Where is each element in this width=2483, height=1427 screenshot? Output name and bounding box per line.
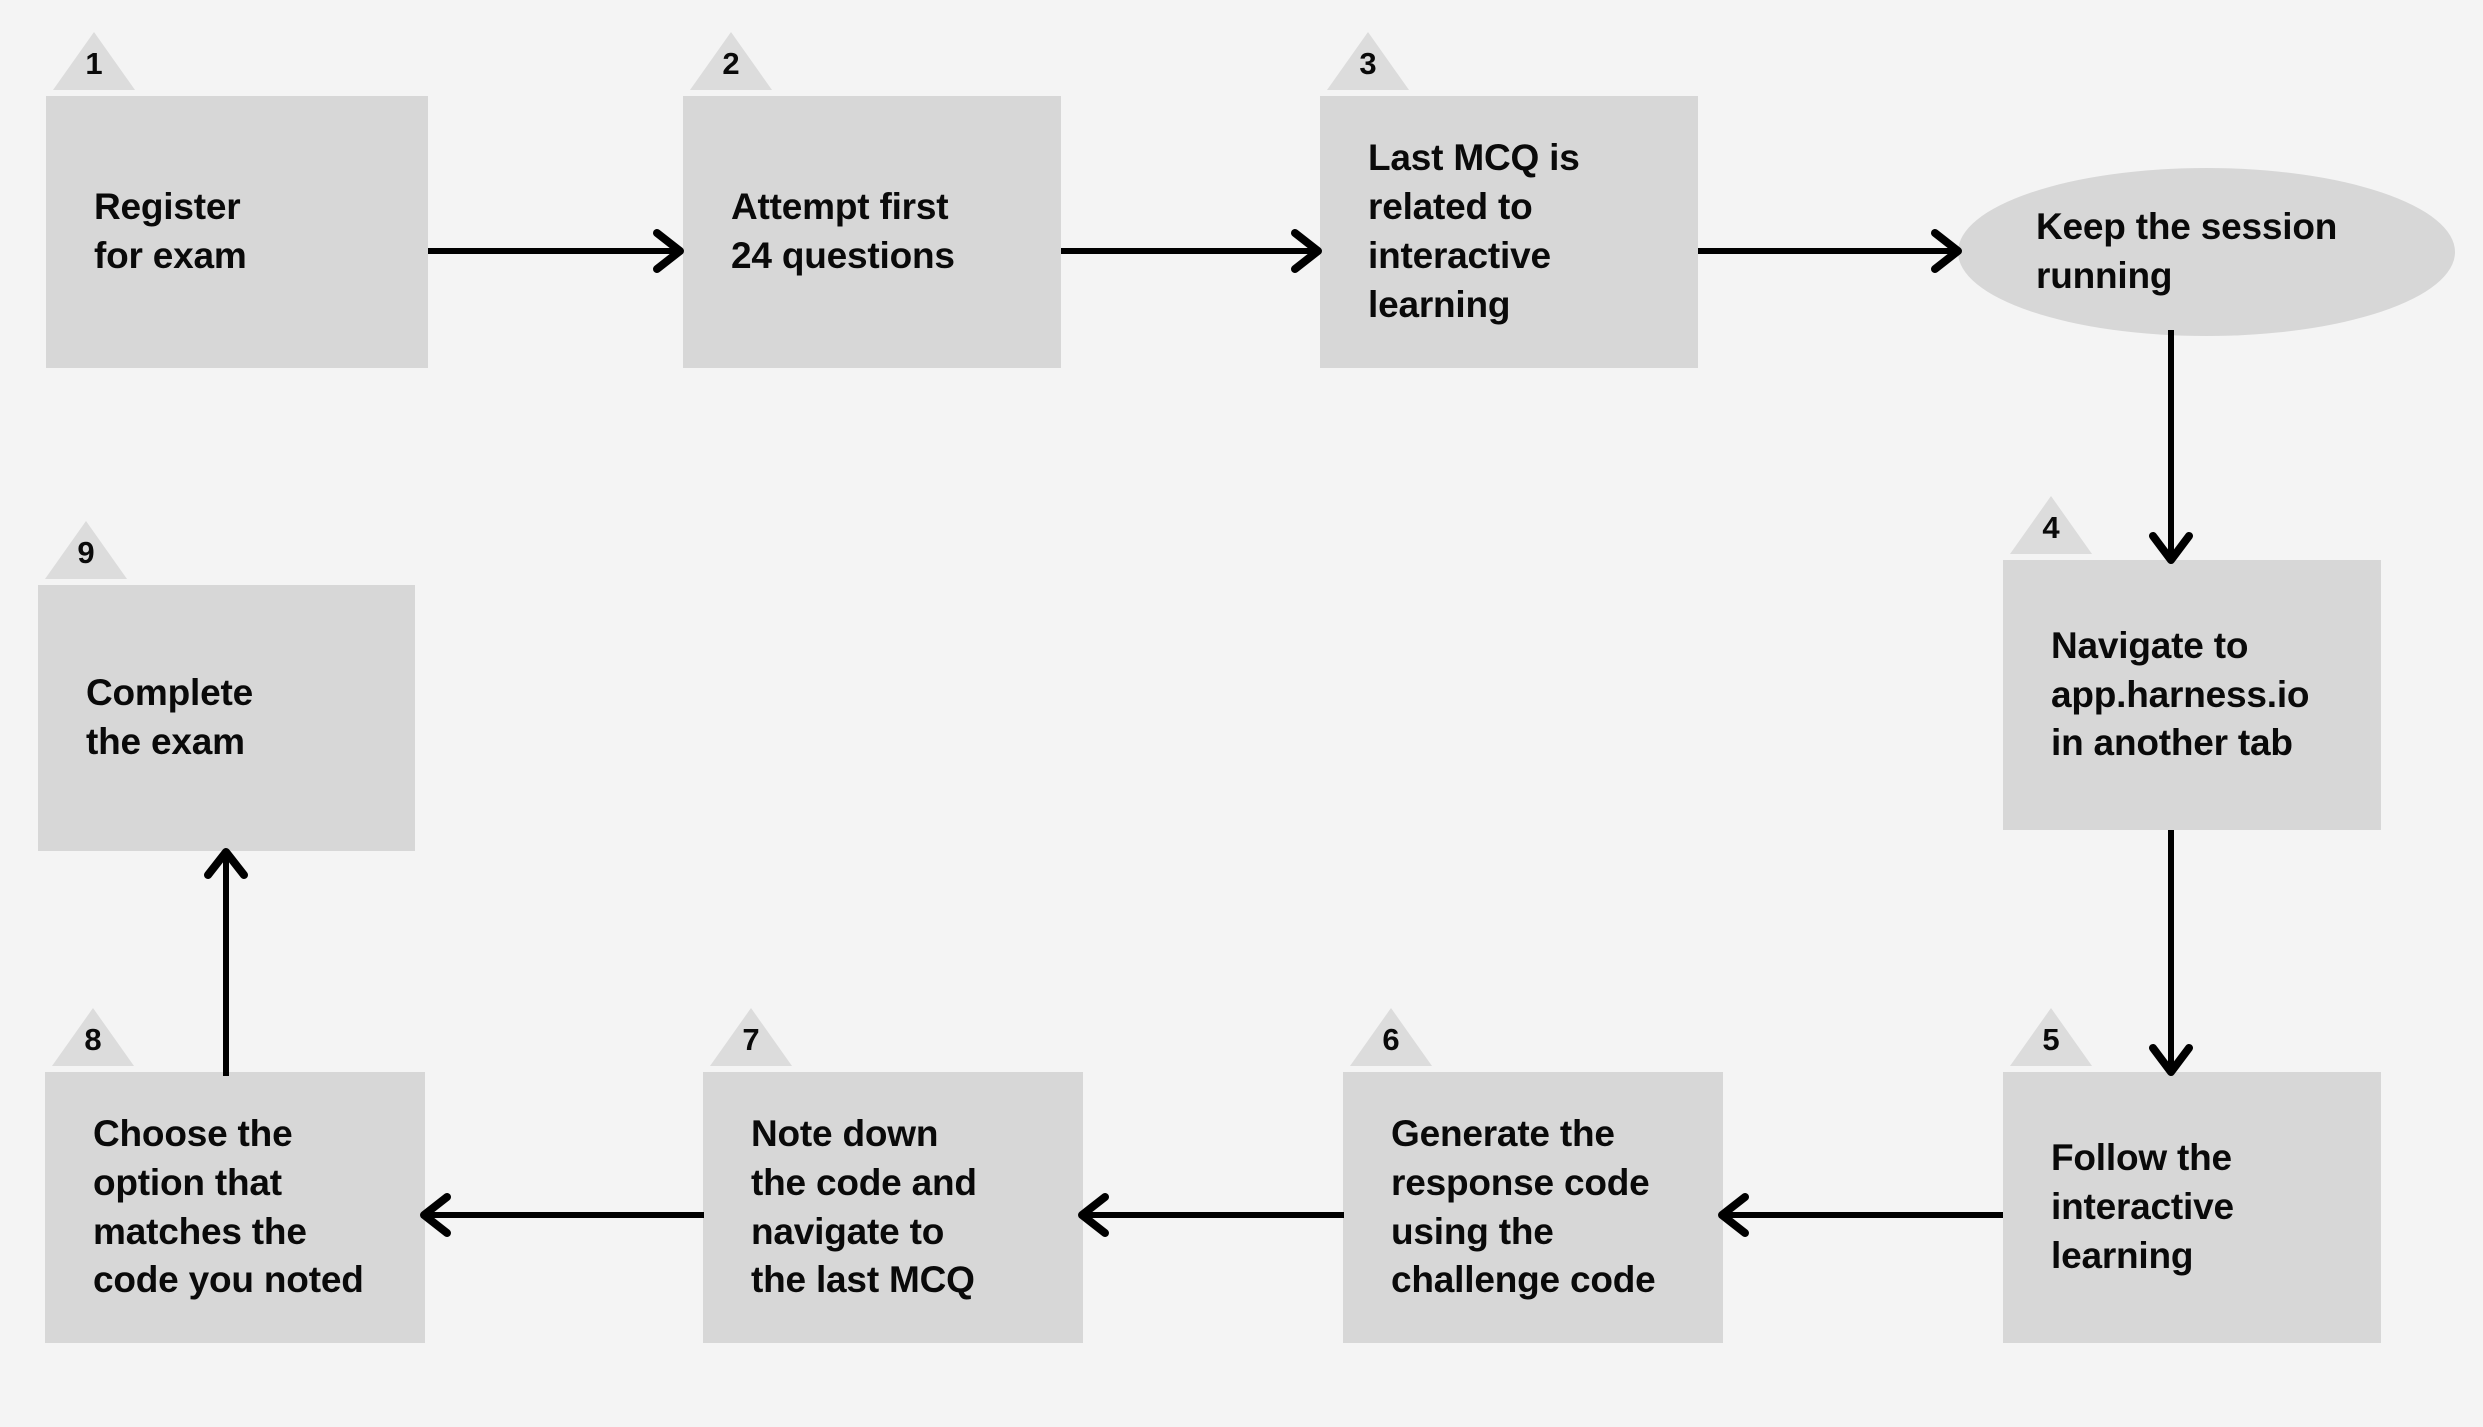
node-label: Follow the interactive learning [2051, 1137, 2234, 1276]
step-number-6: 6 [1382, 1022, 1400, 1057]
triangle-icon [2010, 496, 2092, 554]
node-navigate-to-app-harness-io[interactable]: Navigate to app.harness.io in another ta… [2003, 560, 2381, 830]
triangle-icon [1350, 1008, 1432, 1066]
node-label: Choose the option that matches the code … [93, 1112, 364, 1301]
edge-generate-to-note-down [1078, 1192, 1350, 1238]
step-badge-6: 6 [1350, 1008, 1432, 1066]
triangle-icon [53, 32, 135, 90]
node-generate-the-response-code[interactable]: Generate the response code using the cha… [1343, 1072, 1723, 1343]
triangle-icon [45, 521, 127, 579]
step-badge-9: 9 [45, 521, 127, 579]
step-badge-1: 1 [53, 32, 135, 90]
step-number-8: 8 [84, 1022, 102, 1057]
edge-attempt-to-last-mcq [1061, 228, 1326, 274]
step-number-3: 3 [1359, 46, 1377, 81]
node-label: Last MCQ is related to interactive learn… [1368, 137, 1580, 325]
triangle-icon [690, 32, 772, 90]
triangle-icon [710, 1008, 792, 1066]
node-note-down-the-code[interactable]: Note down the code and navigate to the l… [703, 1072, 1083, 1343]
step-badge-5: 5 [2010, 1008, 2092, 1066]
edge-last-mcq-to-keep-session [1698, 228, 1966, 274]
step-badge-2: 2 [690, 32, 772, 90]
node-label: Register for exam [94, 186, 247, 276]
edge-keep-session-to-navigate [2148, 330, 2194, 565]
node-follow-the-interactive-learning[interactable]: Follow the interactive learning [2003, 1072, 2381, 1343]
step-badge-8: 8 [52, 1008, 134, 1066]
node-label: Generate the response code using the cha… [1391, 1112, 1656, 1301]
node-label: Complete the exam [86, 672, 253, 762]
node-attempt-first-24-questions[interactable]: Attempt first 24 questions [683, 96, 1061, 368]
step-badge-3: 3 [1327, 32, 1409, 90]
triangle-icon [2010, 1008, 2092, 1066]
node-label: Note down the code and navigate to the l… [751, 1112, 977, 1301]
edge-choose-option-to-complete-exam [203, 848, 249, 1080]
node-keep-the-session-running[interactable]: Keep the session running [1958, 168, 2455, 336]
node-label: Navigate to app.harness.io in another ta… [2051, 624, 2310, 764]
step-number-2: 2 [722, 46, 740, 81]
step-number-5: 5 [2042, 1022, 2060, 1057]
step-badge-7: 7 [710, 1008, 792, 1066]
node-label: Keep the session running [2036, 206, 2338, 296]
triangle-icon [52, 1008, 134, 1066]
node-label: Attempt first 24 questions [731, 186, 955, 276]
step-number-4: 4 [2042, 510, 2060, 545]
edge-note-down-to-choose-option [420, 1192, 710, 1238]
node-choose-the-option[interactable]: Choose the option that matches the code … [45, 1072, 425, 1343]
node-last-mcq-interactive-learning[interactable]: Last MCQ is related to interactive learn… [1320, 96, 1698, 368]
edge-follow-learning-to-generate [1718, 1192, 2010, 1238]
edge-navigate-to-follow-learning [2148, 830, 2194, 1078]
edge-register-to-attempt [428, 228, 688, 274]
step-number-1: 1 [85, 46, 103, 81]
node-register-for-exam[interactable]: Register for exam [46, 96, 428, 368]
triangle-icon [1327, 32, 1409, 90]
step-number-9: 9 [77, 535, 95, 570]
step-badge-4: 4 [2010, 496, 2092, 554]
step-number-7: 7 [742, 1022, 760, 1057]
node-complete-the-exam[interactable]: Complete the exam [38, 585, 415, 851]
